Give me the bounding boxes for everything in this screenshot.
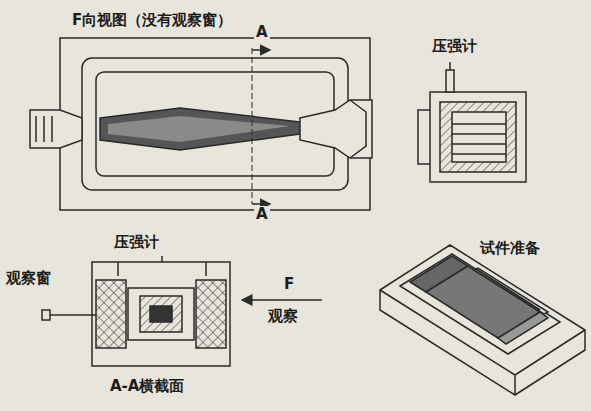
gauge-label: 压强计 bbox=[112, 234, 161, 251]
gauge-label: 压强计 bbox=[430, 38, 479, 55]
side-view-drawing bbox=[418, 62, 526, 182]
view-arrow-label: 观察 bbox=[266, 308, 300, 325]
cross-section-drawing bbox=[42, 256, 322, 366]
section-title: A-A横截面 bbox=[108, 378, 186, 395]
specimen-label: 试件准备 bbox=[478, 240, 542, 257]
view-arrow-letter: F bbox=[282, 276, 296, 293]
specimen-drawing bbox=[380, 245, 585, 395]
section-mark: A bbox=[254, 206, 270, 223]
section-mark: A bbox=[254, 24, 270, 41]
f-view-drawing bbox=[30, 38, 372, 210]
view-title: F向视图（没有观察窗） bbox=[70, 12, 234, 29]
window-label: 观察窗 bbox=[4, 270, 53, 287]
